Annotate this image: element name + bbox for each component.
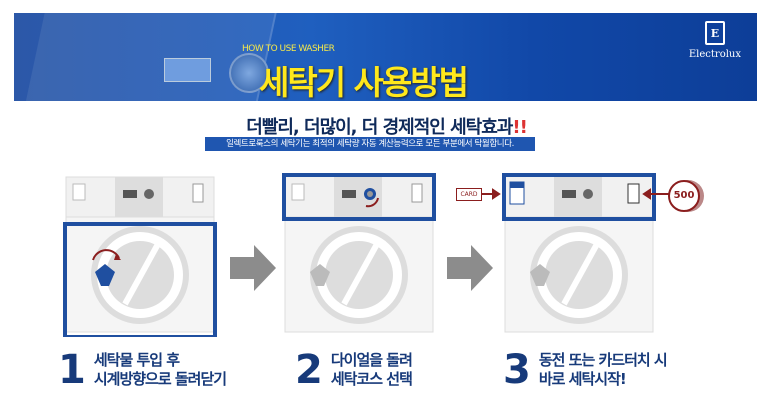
- step-line1: 다이얼을 돌려: [330, 351, 413, 369]
- electrolux-logo: E Electrolux: [689, 21, 741, 60]
- step-line1: 세탁물 투입 후: [93, 351, 180, 369]
- header-subtitle: HOW TO USE WASHER: [242, 44, 335, 54]
- headline-exclaim: !!: [512, 117, 527, 138]
- step-line2: 바로 세탁시작!: [538, 370, 627, 388]
- header-banner: HOW TO USE WASHER 세탁기 사용방법 E Electrolux: [14, 13, 757, 101]
- card-arrow-icon: [481, 188, 501, 200]
- description-bar: 일렉트로룩스의 세탁기는 최적의 세탁량 자동 계산능력으로 모든 부분에서 탁…: [205, 137, 535, 151]
- coin-arrow-icon: [642, 188, 670, 200]
- step-line2: 세탁코스 선택: [330, 370, 413, 388]
- step-line1: 동전 또는 카드터치 시: [538, 351, 668, 369]
- page-title: 세탁기 사용방법: [259, 63, 469, 101]
- dial-rotate-icon: [365, 197, 379, 208]
- rotate-arrow-icon: [114, 254, 121, 260]
- washer-step-2: [282, 173, 436, 333]
- washer-step-3: [502, 173, 656, 333]
- knob-decoration: [229, 53, 269, 93]
- door-handle-icon: [95, 264, 115, 286]
- card-label: CARD: [456, 188, 482, 201]
- next-arrow-icon: [230, 245, 276, 291]
- step-number: 1: [58, 347, 86, 393]
- coin-slot-icon: [627, 183, 640, 204]
- brand-name: Electrolux: [688, 49, 741, 60]
- electrolux-logo-icon: E: [704, 21, 725, 45]
- headline-text: 더빨리, 더많이, 더 경제적인 세탁효과: [246, 117, 513, 138]
- washer-step-1: [63, 176, 217, 337]
- next-arrow-icon: [447, 245, 493, 291]
- headline: 더빨리, 더많이, 더 경제적인 세탁효과!!: [0, 113, 773, 139]
- step-number: 2: [295, 347, 323, 393]
- lcd-decoration: [164, 58, 211, 82]
- coin-500: 500: [668, 180, 700, 212]
- step-line2: 시계방향으로 돌려닫기: [93, 370, 227, 388]
- step-number: 3: [503, 347, 531, 393]
